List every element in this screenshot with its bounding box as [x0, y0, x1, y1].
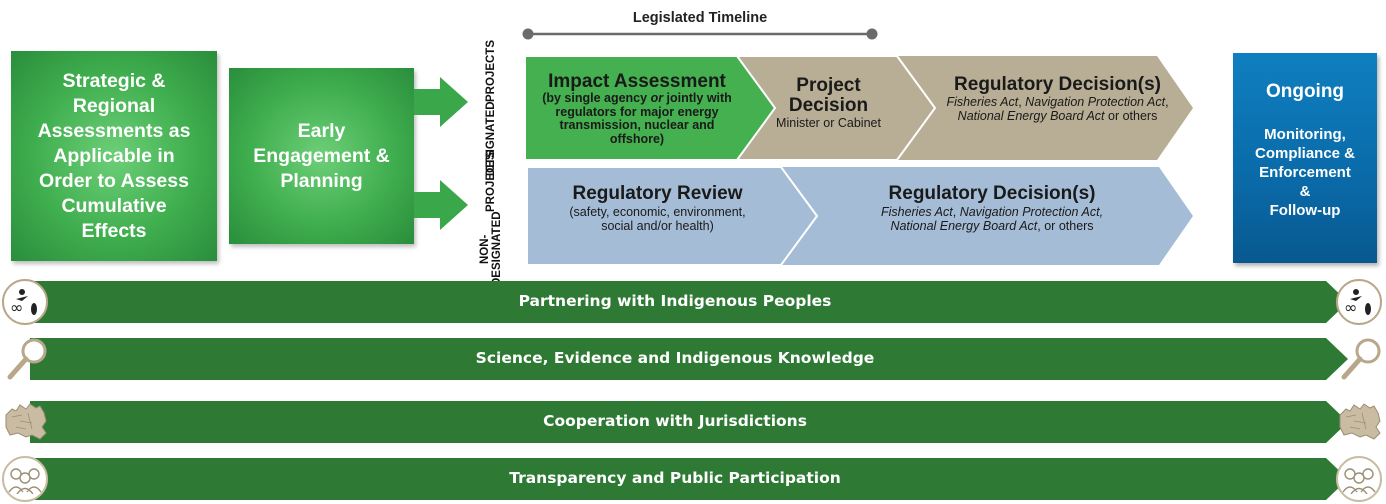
regulatory-decision-designated-title: Regulatory Decision(s)	[954, 74, 1161, 95]
bar-transparency-label: Transparency and Public Participation	[509, 469, 841, 487]
arrow-to-designated	[414, 77, 468, 127]
bar-cooperation: Cooperation with Jurisdictions	[0, 399, 1386, 445]
project-decision-title-2: Decision	[788, 95, 869, 116]
strategic-regional-assessments-box: Strategic & Regional Assessments as Appl…	[11, 51, 217, 261]
magnifier-icon	[1341, 338, 1381, 380]
people-group-icon	[1336, 456, 1382, 502]
indigenous-symbol-icon: ∞	[1336, 279, 1382, 325]
bar-cooperation-arrow	[30, 401, 1348, 443]
regulatory-decision-non-designated-title: Regulatory Decision(s)	[888, 183, 1096, 204]
strategic-regional-assessments-text: Strategic & Regional Assessments as Appl…	[37, 69, 191, 242]
bar-science: Science, Evidence and Indigenous Knowled…	[0, 336, 1386, 382]
bar-science-arrow	[30, 338, 1348, 380]
bar-transparency-arrow	[30, 458, 1348, 500]
ongoing-box: Ongoing Monitoring, Compliance & Enforce…	[1233, 53, 1377, 263]
legislated-timeline-bar	[522, 28, 878, 40]
regulatory-decision-non-designated-shape	[775, 167, 1193, 265]
regulatory-decision-designated-subtitle: Fisheries Act, Navigation Protection Act…	[946, 95, 1169, 123]
early-engagement-box: Early Engagement & Planning	[229, 68, 414, 244]
impact-assessment-text: Impact Assessment (by single agency or j…	[527, 72, 747, 146]
regulatory-review-text: Regulatory Review (safety, economic, env…	[530, 184, 785, 233]
impact-assessment-shape	[525, 56, 777, 160]
ongoing-title: Ongoing	[1265, 81, 1345, 102]
regulatory-decision-non-designated-text: Regulatory Decision(s) Fisheries Act, Na…	[822, 184, 1162, 233]
impact-assessment-title: Impact Assessment	[548, 71, 726, 92]
bar-partnering-label: Partnering with Indigenous Peoples	[518, 292, 832, 310]
canada-map-icon	[5, 403, 47, 440]
indigenous-symbol-icon: ∞	[2, 279, 48, 325]
bar-science-label: Science, Evidence and Indigenous Knowled…	[475, 349, 875, 367]
regulatory-decision-designated-shape	[890, 56, 1193, 160]
canada-map-icon	[1339, 403, 1381, 440]
legislated-timeline-label: Legislated Timeline	[632, 10, 768, 26]
regulatory-review-subtitle: (safety, economic, environment, social a…	[569, 205, 746, 233]
svg-text:∞: ∞	[1344, 298, 1357, 317]
bar-partnering: Partnering with Indigenous Peoples ∞ ∞	[0, 279, 1386, 325]
ongoing-body: Monitoring, Compliance & Enforcement & F…	[1254, 126, 1356, 219]
impact-assessment-subtitle: (by single agency or jointly with regula…	[542, 91, 732, 146]
bar-transparency: Transparency and Public Participation	[0, 456, 1386, 502]
regulatory-decision-non-designated-subtitle: Fisheries Act, Navigation Protection Act…	[880, 205, 1104, 233]
bar-cooperation-label: Cooperation with Jurisdictions	[543, 412, 807, 430]
people-group-icon	[2, 456, 48, 502]
svg-text:∞: ∞	[10, 298, 23, 317]
regulatory-review-shape	[527, 167, 819, 265]
regulatory-decision-designated-text: Regulatory Decision(s) Fisheries Act, Na…	[935, 75, 1180, 123]
non-designated-chevrons	[527, 167, 1193, 265]
designated-chevrons	[525, 56, 1193, 160]
magnifier-icon	[7, 338, 47, 380]
project-decision-text: Project Decision Minister or Cabinet	[756, 76, 901, 131]
early-engagement-text: Early Engagement & Planning	[253, 119, 390, 192]
regulatory-review-title: Regulatory Review	[572, 183, 743, 204]
bar-partnering-arrow	[30, 281, 1348, 323]
project-decision-subtitle: Minister or Cabinet	[776, 116, 881, 130]
arrow-to-non-designated	[414, 180, 468, 230]
project-decision-title-1: Project	[796, 75, 861, 96]
